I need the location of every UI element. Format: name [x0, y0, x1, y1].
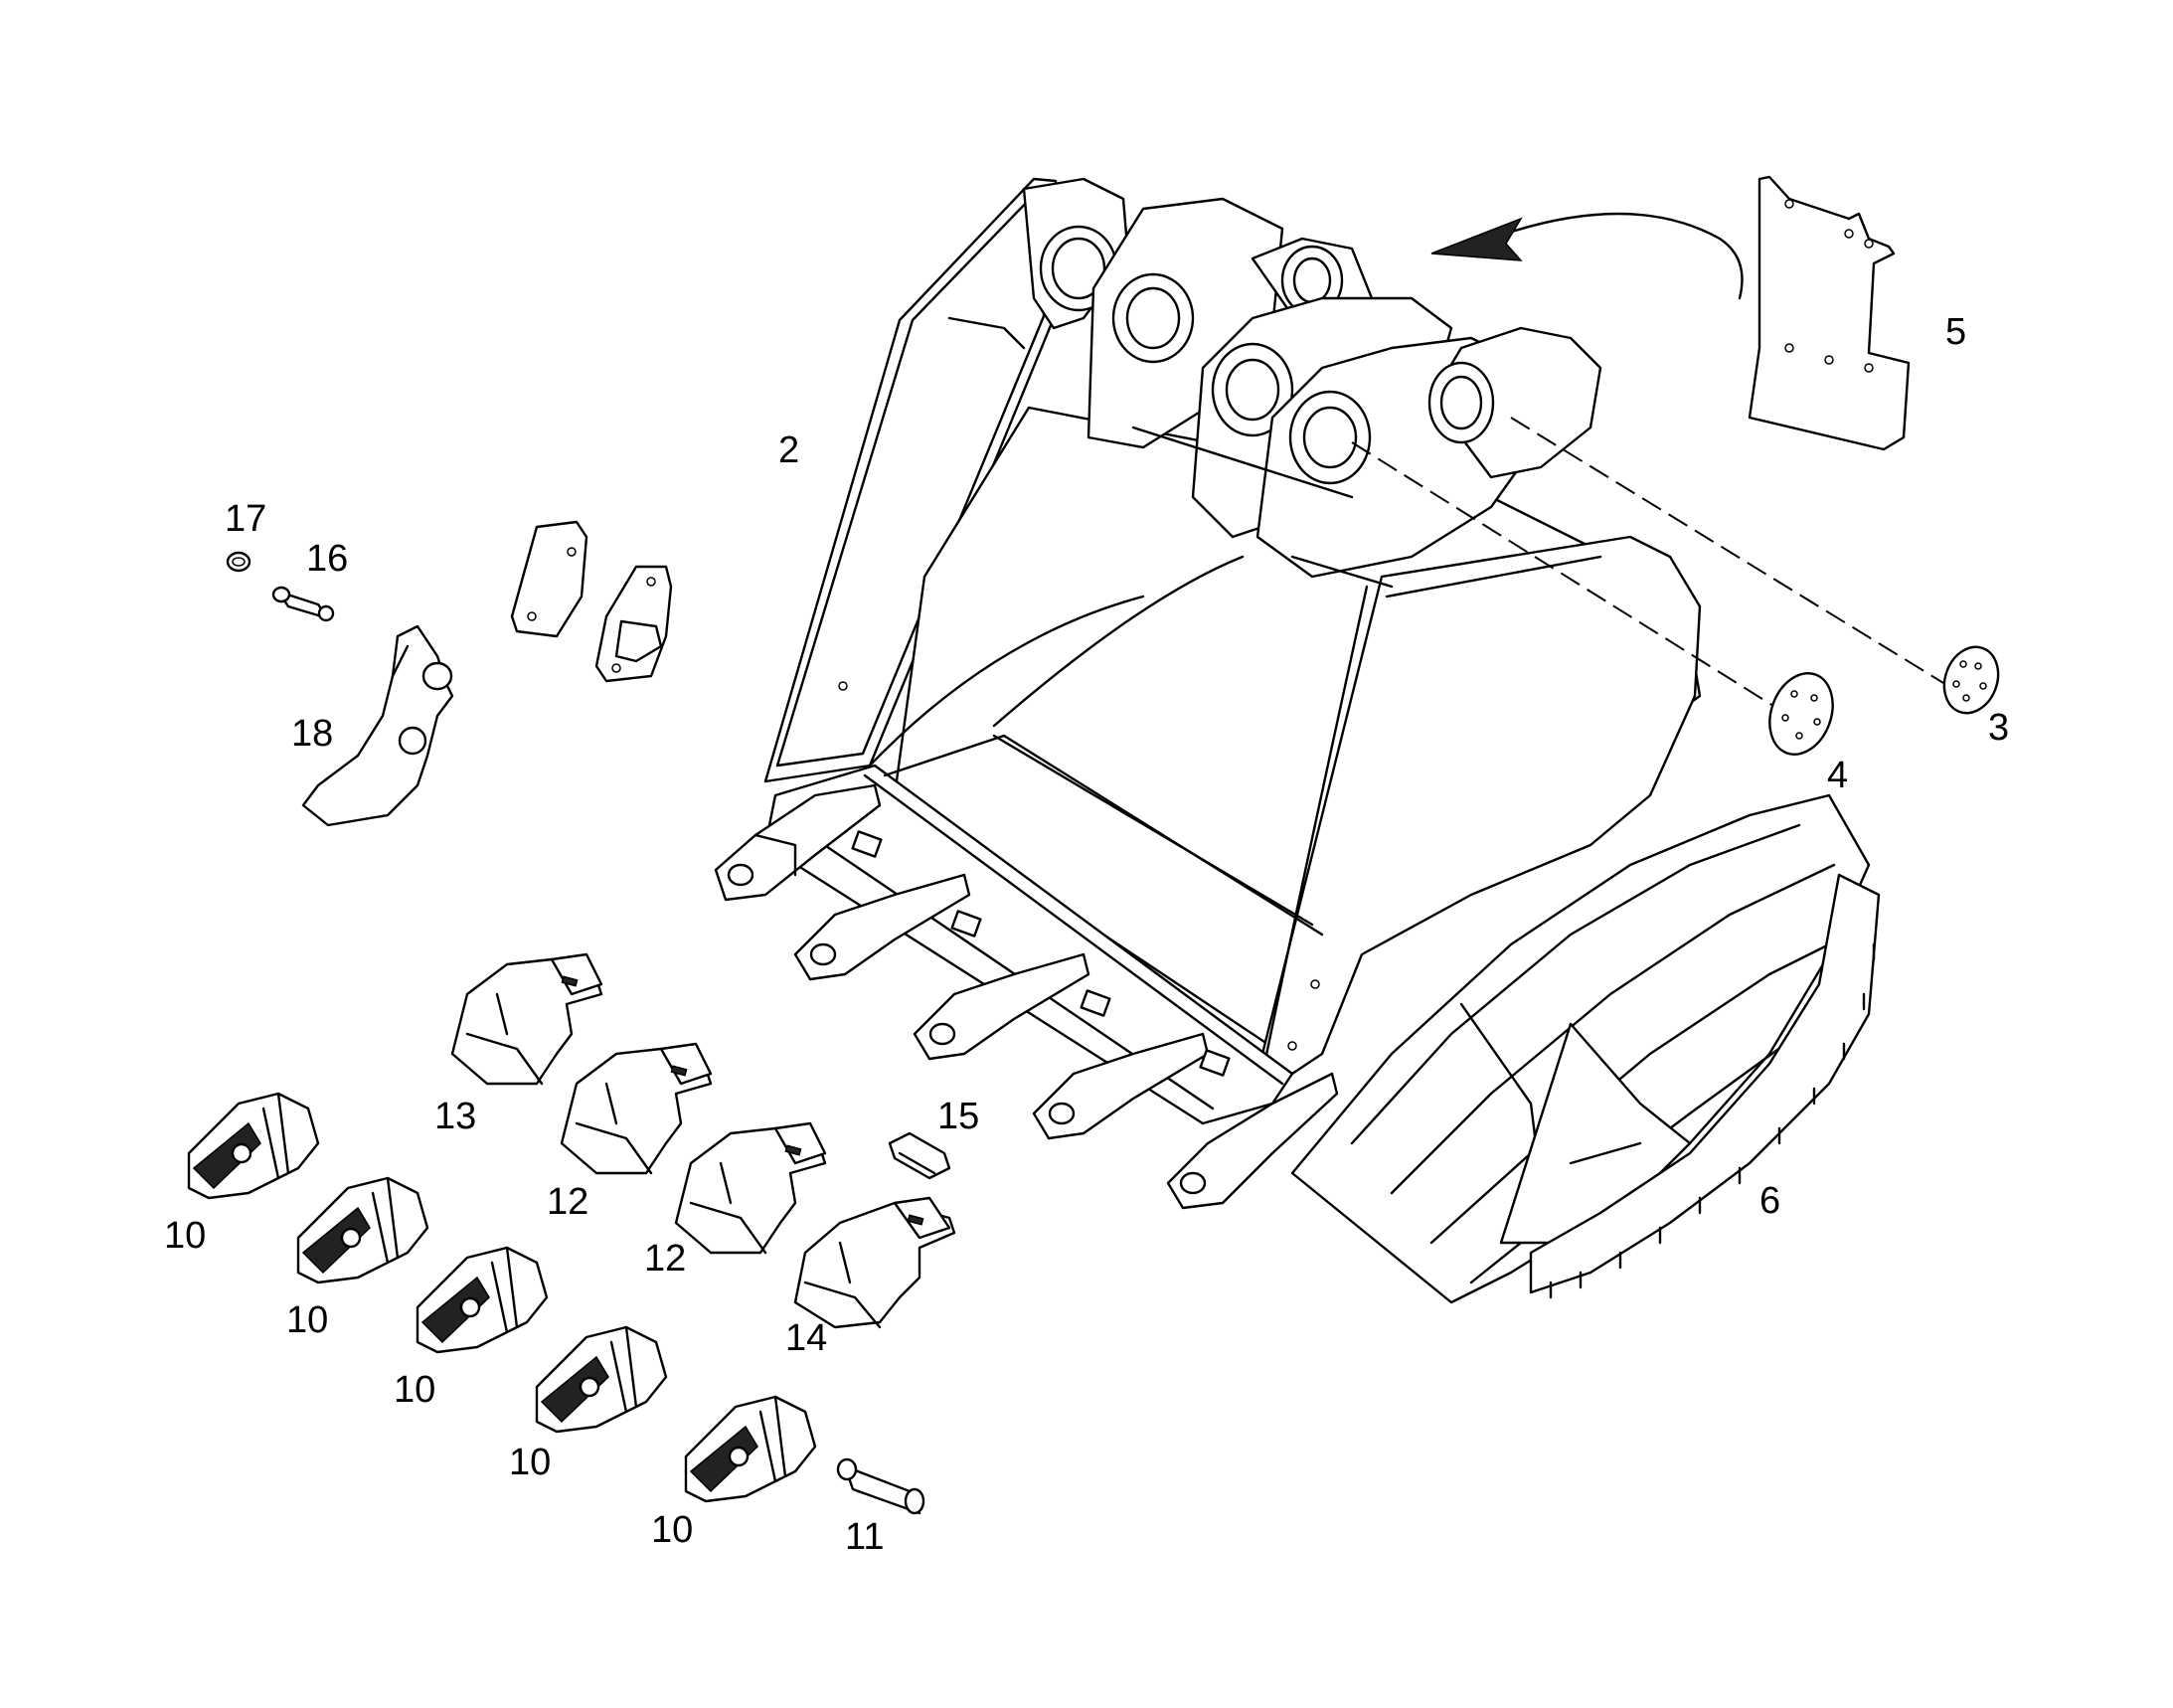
plate-upper-with-hole: [594, 565, 673, 683]
mounted-teeth: [714, 783, 1339, 1210]
mounted-corner-adapter-right: [1166, 1049, 1339, 1210]
hinge-ear-6: [1427, 326, 1602, 479]
plate-upper: [510, 520, 588, 638]
adapter-13: [450, 952, 603, 1086]
cover-plate: [1748, 175, 1911, 451]
callout-4: 4: [1827, 755, 1848, 796]
mounted-tooth-2: [913, 910, 1090, 1061]
pin-11: [836, 1457, 925, 1515]
tooth-10c: [416, 1246, 549, 1354]
mounted-corner-adapter-left: [714, 783, 882, 902]
bucket-body: [763, 177, 1702, 1125]
callout-17: 17: [225, 498, 266, 540]
alignment-line-3: [1510, 417, 1949, 687]
callout-3: 3: [1988, 707, 2009, 749]
callout-14: 14: [785, 1317, 827, 1359]
cover-disc-4: [1768, 672, 1834, 756]
callout-15: 15: [937, 1096, 979, 1137]
callout-10c: 10: [394, 1369, 435, 1411]
callout-10a: 10: [164, 1215, 206, 1257]
alignment-line-4: [1351, 441, 1790, 717]
callout-18: 18: [291, 713, 333, 755]
adapter-12a: [560, 1042, 713, 1175]
callout-5: 5: [1945, 311, 1966, 353]
retainer-15: [888, 1131, 951, 1180]
adapter-14: [793, 1196, 956, 1329]
tooth-10a: [187, 1092, 320, 1200]
cover-disc-3: [1942, 645, 2000, 715]
tooth-10d: [535, 1325, 668, 1434]
callout-10b: 10: [286, 1299, 328, 1341]
direction-arrow: [1430, 212, 1744, 300]
side-protector-18: [301, 624, 454, 827]
hinge-ear-2: [1086, 197, 1284, 449]
tooth-10e: [684, 1395, 817, 1503]
callout-labels: 2 3 4 5 6 10 10 10 10 10 11 12 12 13 14 …: [164, 311, 2009, 1558]
callout-12a: 12: [547, 1181, 588, 1223]
callout-2: 2: [778, 429, 799, 471]
tooth-10b: [296, 1176, 429, 1284]
adapter-12b: [674, 1121, 827, 1255]
callout-10e: 10: [651, 1509, 693, 1551]
callout-10d: 10: [509, 1442, 551, 1483]
pin-16: [271, 586, 335, 622]
callout-13: 13: [434, 1096, 476, 1137]
callout-16: 16: [306, 538, 348, 580]
callout-12b: 12: [644, 1238, 686, 1280]
wear-segment-plate: [1290, 793, 1881, 1304]
mounted-tooth-1: [793, 830, 971, 981]
callout-6: 6: [1759, 1180, 1780, 1222]
retainer-ring-17: [226, 551, 251, 573]
callout-11: 11: [845, 1516, 884, 1558]
mounted-tooth-3: [1032, 989, 1210, 1140]
